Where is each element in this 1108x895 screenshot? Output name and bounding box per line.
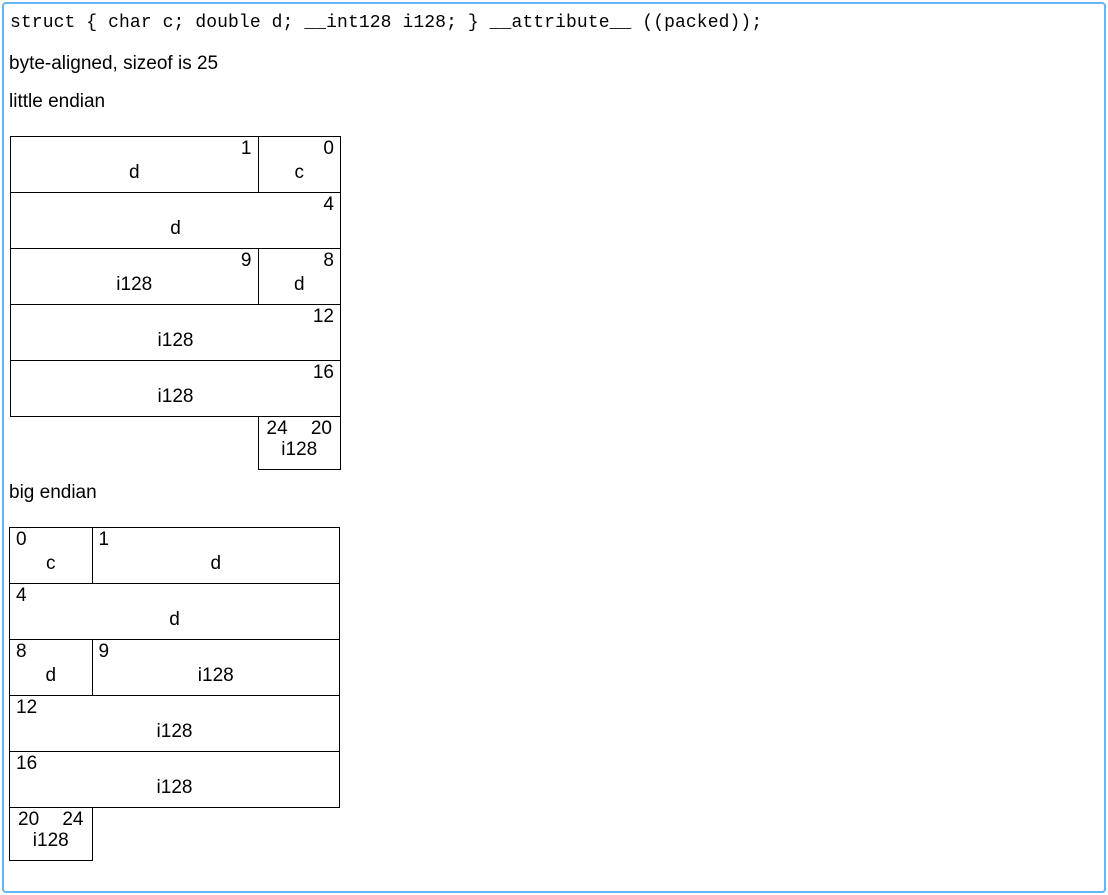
byte-offset: 8	[16, 642, 86, 662]
mem-cell-i128: 16 i128	[10, 752, 340, 808]
mem-cell-i128: 16 i128	[11, 361, 341, 417]
little-endian-diagram: 1 d 0 c 4 d 9 i128 8	[10, 136, 341, 470]
byte-row-16: 16 i128	[11, 361, 341, 417]
mem-cell-i128-tail: 20 24 i128	[10, 808, 93, 861]
mem-cell-d: 4 d	[10, 584, 340, 640]
field-label: d	[16, 666, 86, 686]
little-endian-heading: little endian	[9, 91, 105, 113]
byte-offset: 24	[267, 419, 288, 439]
field-label: c	[16, 554, 86, 574]
field-label: d	[99, 554, 334, 574]
byte-offset: 0	[16, 530, 86, 550]
byte-row-8: 8 d 9 i128	[10, 640, 340, 696]
big-endian-heading: big endian	[9, 482, 97, 504]
byte-offset: 4	[17, 195, 334, 215]
byte-offset: 4	[16, 586, 333, 606]
byte-row-8: 9 i128 8 d	[11, 249, 341, 305]
byte-offset: 20	[311, 419, 332, 439]
field-label: i128	[16, 778, 333, 798]
byte-offset: 12	[16, 698, 333, 718]
byte-offset: 9	[99, 642, 334, 662]
field-label: d	[16, 610, 333, 630]
mem-cell-d: 4 d	[11, 193, 341, 249]
field-label: i128	[17, 331, 334, 351]
mem-cell-i128: 9 i128	[11, 249, 259, 305]
mem-cell-d: 1 d	[92, 528, 340, 584]
byte-row-4: 4 d	[11, 193, 341, 249]
field-label: d	[265, 275, 335, 295]
field-label: d	[17, 219, 334, 239]
field-label: i128	[265, 440, 335, 460]
byte-offset: 24	[62, 810, 83, 830]
mem-cell-d: 8 d	[258, 249, 341, 305]
empty-space	[92, 808, 340, 861]
struct-declaration-code: struct { char c; double d; __int128 i128…	[10, 12, 762, 34]
byte-offset: 0	[265, 139, 335, 159]
mem-cell-c: 0 c	[10, 528, 93, 584]
byte-row-12: 12 i128	[11, 305, 341, 361]
byte-offset: 1	[17, 139, 252, 159]
byte-row-12: 12 i128	[10, 696, 340, 752]
byte-offset: 12	[17, 307, 334, 327]
byte-offset: 16	[17, 363, 334, 383]
field-label: i128	[17, 387, 334, 407]
field-label: i128	[17, 275, 252, 295]
byte-offset: 9	[17, 251, 252, 271]
byte-offset: 20	[18, 810, 39, 830]
byte-row-0: 1 d 0 c	[11, 137, 341, 193]
big-endian-diagram: 0 c 1 d 4 d 8 d 9 i1	[9, 527, 340, 861]
field-label: i128	[16, 722, 333, 742]
empty-space	[11, 417, 259, 470]
byte-row-20: 24 20 i128	[11, 417, 341, 470]
byte-row-16: 16 i128	[10, 752, 340, 808]
field-label: i128	[16, 831, 86, 851]
byte-row-20: 20 24 i128	[10, 808, 340, 861]
mem-cell-i128-tail: 24 20 i128	[258, 417, 341, 470]
byte-offset: 16	[16, 754, 333, 774]
mem-cell-i128: 12 i128	[11, 305, 341, 361]
mem-cell-i128: 12 i128	[10, 696, 340, 752]
field-label: i128	[99, 666, 334, 686]
mem-cell-d: 1 d	[11, 137, 259, 193]
field-label: d	[17, 163, 252, 183]
byte-row-4: 4 d	[10, 584, 340, 640]
mem-cell-d: 8 d	[10, 640, 93, 696]
byte-offset: 8	[265, 251, 335, 271]
field-label: c	[265, 163, 335, 183]
byte-row-0: 0 c 1 d	[10, 528, 340, 584]
byte-offset: 1	[99, 530, 334, 550]
mem-cell-c: 0 c	[258, 137, 341, 193]
sizeof-note: byte-aligned, sizeof is 25	[9, 53, 218, 75]
mem-cell-i128: 9 i128	[92, 640, 340, 696]
